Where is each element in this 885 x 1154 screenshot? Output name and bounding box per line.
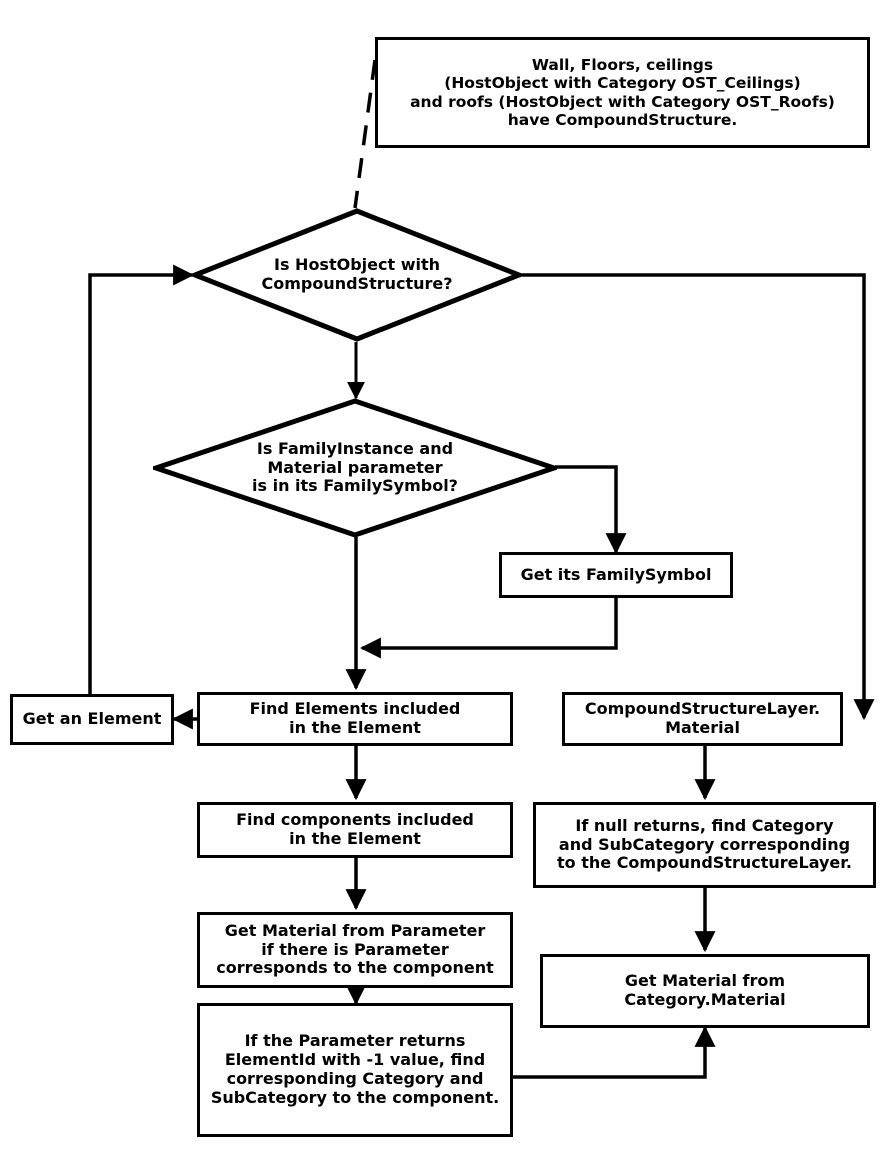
edge-parameterreturns-to-getmaterialcategory [513,1025,716,1079]
decision1-shape [192,208,522,342]
edge-decision2-to-getfamilysymbol [555,465,627,555]
process-if-null-returns-find-category-label: If null returns, find Category and SubCa… [557,815,852,873]
process-find-elements-included[interactable]: Find Elements included in the Element [197,692,513,746]
process-compoundstructurelayer-material[interactable]: CompoundStructureLayer. Material [562,692,843,746]
decision2-label: Is FamilyInstance and Material parameter… [252,438,458,496]
process-get-an-element-label: Get an Element [22,709,162,729]
process-compoundstructurelayer-material-label: CompoundStructureLayer. Material [584,699,821,737]
process-get-material-from-category-material-label: Get Material from Category.Material [624,971,786,1009]
process-find-elements-included-label: Find Elements included in the Element [249,699,461,737]
process-if-null-returns-find-category[interactable]: If null returns, find Category and SubCa… [533,802,876,888]
edge-decision1-to-compoundstructurelayer [522,273,875,721]
process-get-its-familysymbol[interactable]: Get its FamilySymbol [499,552,733,598]
annotation-note: Wall, Floors, ceilings (HostObject with … [375,37,870,148]
decision2-shape [153,398,557,538]
edge-getfamilysymbol-to-findelements [359,598,618,659]
edge-annotation-to-decision1 [353,59,377,209]
annotation-note-text: Wall, Floors, ceilings (HostObject with … [410,55,835,129]
process-find-components-included-label: Find components included in the Element [236,810,474,848]
decision1-label: Is HostObject with CompoundStructure? [261,255,453,293]
process-get-its-familysymbol-label: Get its FamilySymbol [520,564,712,584]
process-if-parameter-returns-elementid[interactable]: If the Parameter returns ElementId with … [197,1003,513,1137]
process-get-material-from-category-material[interactable]: Get Material from Category.Material [540,954,870,1028]
process-get-material-from-parameter[interactable]: Get Material from Parameter if there is … [197,912,513,988]
process-if-parameter-returns-elementid-label: If the Parameter returns ElementId with … [210,1031,500,1107]
decision-is-familyinstance-material-parameter[interactable]: Is FamilyInstance and Material parameter… [153,398,557,538]
process-find-components-included[interactable]: Find components included in the Element [197,802,513,858]
process-get-material-from-parameter-label: Get Material from Parameter if there is … [216,920,494,978]
decision-is-hostobject-with-compoundstructure[interactable]: Is HostObject with CompoundStructure? [192,208,522,342]
process-get-an-element[interactable]: Get an Element [10,694,174,745]
